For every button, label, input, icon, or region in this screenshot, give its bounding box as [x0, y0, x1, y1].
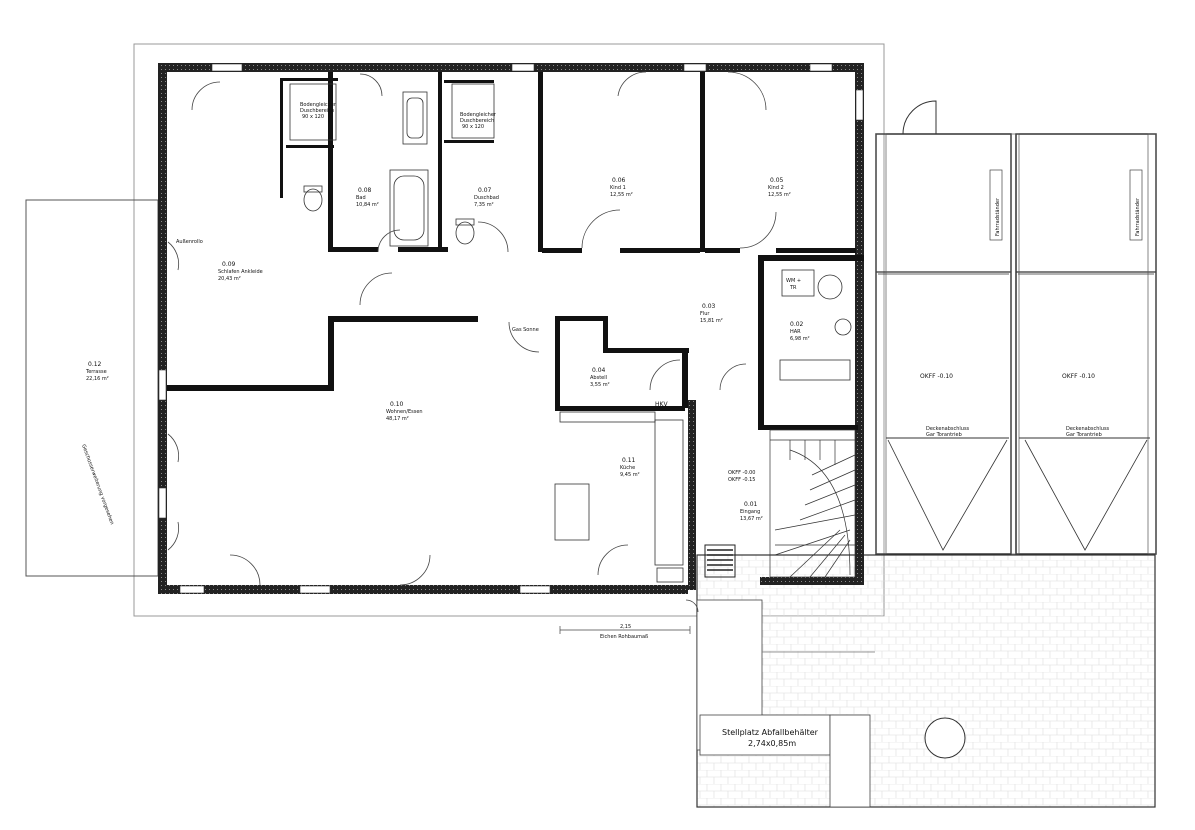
wm-tr-label: WM + TR	[786, 278, 801, 291]
svg-text:Eichen Rohbaumaß: Eichen Rohbaumaß	[600, 634, 648, 640]
hkv-label: HKV	[655, 401, 668, 408]
room-area: 22,16 m²	[86, 376, 109, 382]
room-number: 0.08	[358, 187, 372, 194]
room-number: 0.11	[622, 457, 636, 464]
room-label-terrasse: 0.12 Terrasse 22,16 m²	[85, 361, 109, 382]
terrasse-vertical-note: Geschosserweiterung vorgesehen	[80, 444, 115, 526]
gas-label: Gas Sonne	[512, 327, 539, 333]
room-number: 0.04	[592, 367, 606, 374]
room-area: 10,84 m²	[356, 202, 379, 208]
room-label-flur: 0.03 Flur 15,81 m²	[700, 303, 723, 324]
svg-text:OKFF -0.00: OKFF -0.00	[728, 470, 756, 476]
room-name: Wohnen/Essen	[386, 409, 423, 415]
fahrradstaender-right: Fahrradständer	[1135, 197, 1141, 236]
room-area: 20,43 m²	[218, 276, 241, 282]
room-label-kind1: 0.06 Kind 1 12,55 m²	[610, 177, 633, 198]
terrace-left	[25, 199, 159, 577]
room-label-kueche: 0.11 Küche 9,45 m²	[620, 457, 640, 478]
svg-text:90 x 120: 90 x 120	[302, 114, 324, 120]
okff-right-label: OKFF -0.10	[1062, 373, 1095, 380]
svg-text:Deckenabschluss: Deckenabschluss	[1066, 426, 1110, 432]
room-label-eingang: 0.01 Eingang 13,67 m²	[740, 501, 763, 522]
room-number: 0.09	[222, 261, 236, 268]
room-label-schlafen: 0.09 Schlafen Ankleide 20,43 m²	[218, 261, 263, 282]
kitchen-furniture	[554, 411, 684, 583]
room-label-hwr: 0.02 HAR 6,98 m²	[790, 321, 810, 342]
room-name: Küche	[620, 465, 635, 471]
room-name: Kind 1	[610, 185, 626, 191]
fahrradstaender-left: Fahrradständer	[995, 197, 1001, 236]
okff-left-label: OKFF -0.10	[920, 373, 953, 380]
aussenrollo-label: Außenrollo	[176, 239, 203, 245]
svg-text:Bodengleicher: Bodengleicher	[300, 102, 337, 108]
svg-text:2,74x0,85m: 2,74x0,85m	[748, 739, 796, 748]
sanitary-fixtures	[289, 83, 852, 381]
staircase	[769, 429, 856, 578]
garage-right	[1015, 133, 1157, 555]
room-number: 0.07	[478, 187, 492, 194]
room-number: 0.03	[702, 303, 716, 310]
room-label-kind2: 0.05 Kind 2 12,55 m²	[768, 177, 791, 198]
room-number: 0.06	[612, 177, 626, 184]
room-number: 0.12	[88, 361, 102, 368]
room-name: Kind 2	[768, 185, 784, 191]
room-area: 9,45 m²	[620, 472, 640, 478]
room-area: 3,55 m²	[590, 382, 610, 388]
room-name: Bad	[356, 195, 366, 201]
room-label-abstell: 0.04 Abstell 3,55 m²	[590, 367, 610, 388]
stellplatz-label: Stellplatz Abfallbehälter 2,74x0,85m	[722, 728, 819, 748]
svg-text:Gar Torantrieb: Gar Torantrieb	[1066, 432, 1102, 438]
svg-text:Gar Torantrieb: Gar Torantrieb	[926, 432, 962, 438]
garage-note-right: Deckenabschluss Gar Torantrieb	[1066, 426, 1110, 438]
room-name: Duschbad	[474, 195, 499, 201]
svg-text:Duschbereich: Duschbereich	[460, 118, 494, 124]
room-name: Flur	[700, 311, 710, 317]
svg-text:Stellplatz Abfallbehälter: Stellplatz Abfallbehälter	[722, 728, 819, 737]
dimension-label: 2,15 Eichen Rohbaumaß	[600, 624, 648, 640]
room-label-wohnkueche: 0.10 Wohnen/Essen 48,17 m²	[386, 401, 423, 422]
room-area: 12,55 m²	[610, 192, 633, 198]
tree-circle	[924, 717, 966, 759]
svg-text:WM +: WM +	[786, 278, 801, 284]
svg-text:OKFF -0.15: OKFF -0.15	[728, 477, 756, 483]
eingang-okff-label: OKFF -0.00 OKFF -0.15	[728, 470, 756, 483]
room-label-duschbad: 0.07 Duschbad 7,35 m²	[474, 187, 499, 208]
room-name: Eingang	[740, 509, 760, 515]
garage-door-right	[1024, 439, 1148, 551]
svg-text:Duschbereich: Duschbereich	[300, 108, 334, 114]
room-number: 0.10	[390, 401, 404, 408]
garage-note-left: Deckenabschluss Gar Torantrieb	[926, 426, 970, 438]
svg-text:TR: TR	[789, 285, 797, 291]
property-outline	[133, 43, 885, 617]
interior-walls	[167, 72, 864, 430]
forecourt	[696, 554, 1156, 808]
shower-note-2: Bodengleicher Duschbereich 90 x 120	[460, 112, 497, 130]
svg-text:90 x 120: 90 x 120	[462, 124, 484, 130]
room-area: 15,81 m²	[700, 318, 723, 324]
svg-text:2,15: 2,15	[620, 624, 631, 630]
doormat	[704, 544, 736, 578]
room-area: 12,55 m²	[768, 192, 791, 198]
garage-door-left	[887, 439, 1008, 551]
room-label-bad: 0.08 Bad 10,84 m²	[356, 187, 379, 208]
room-number: 0.02	[790, 321, 804, 328]
svg-text:Deckenabschluss: Deckenabschluss	[926, 426, 970, 432]
room-area: 6,98 m²	[790, 336, 810, 342]
room-name: Schlafen Ankleide	[218, 269, 263, 275]
room-number: 0.05	[770, 177, 784, 184]
garage-left	[875, 133, 1012, 555]
room-area: 48,17 m²	[386, 416, 409, 422]
room-name: Abstell	[590, 375, 607, 381]
room-area: 7,35 m²	[474, 202, 494, 208]
door-swings	[167, 71, 777, 613]
shower-note-1: Bodengleicher Duschbereich 90 x 120	[300, 102, 337, 120]
exterior-walls	[158, 63, 864, 594]
room-name: HAR	[790, 329, 801, 335]
room-number: 0.01	[744, 501, 758, 508]
svg-text:Bodengleicher: Bodengleicher	[460, 112, 497, 118]
room-name: Terrasse	[85, 369, 107, 375]
room-area: 13,67 m²	[740, 516, 763, 522]
